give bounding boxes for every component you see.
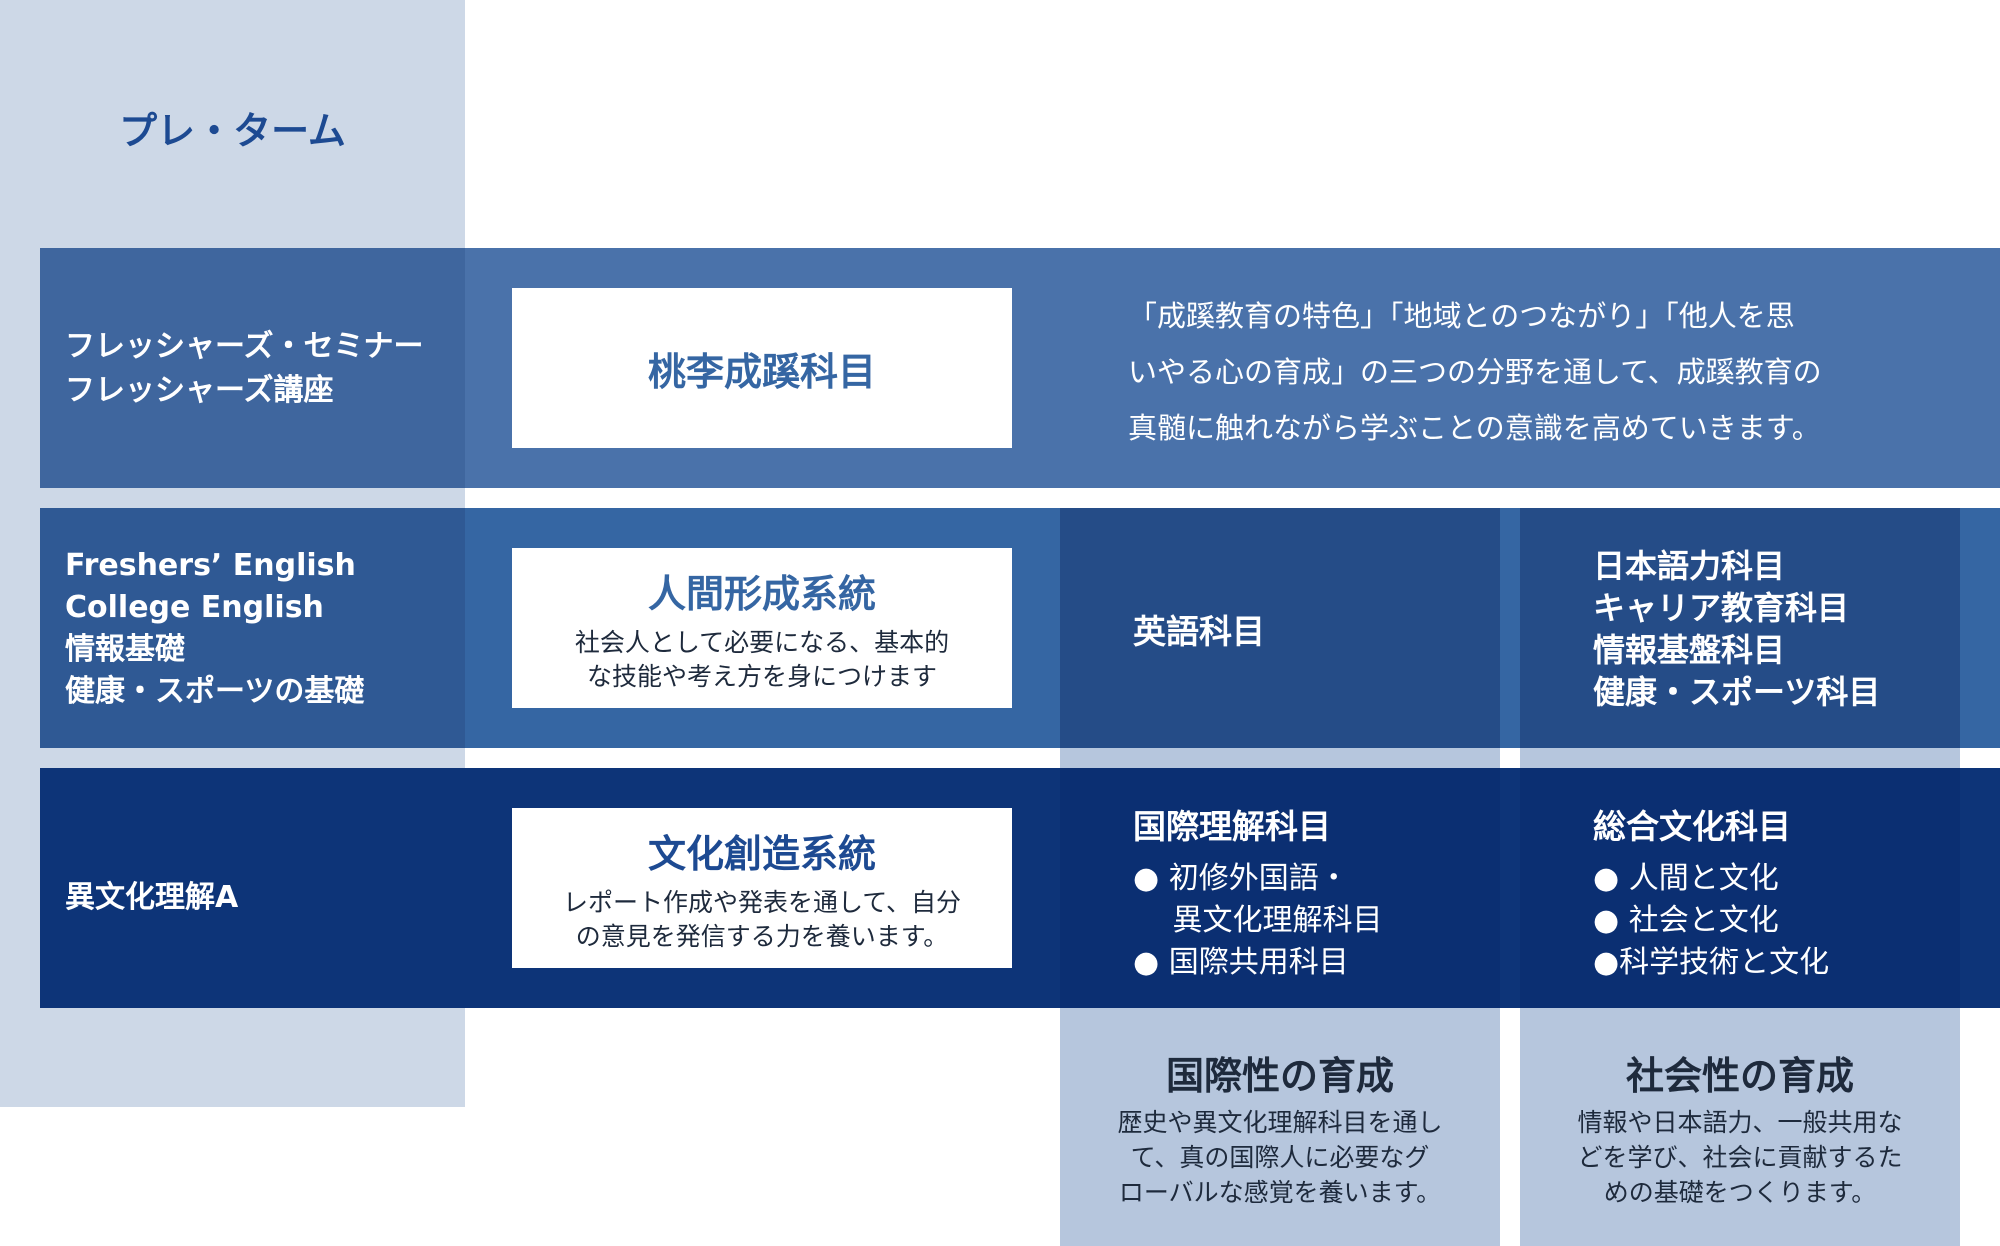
row-human-formation-left-label: Freshers’ English College English 情報基礎 健… <box>65 548 365 709</box>
general-culture-title: 総合文化科目 <box>1593 807 1791 846</box>
culture-creation-box-desc: レポート作成や発表を通して、自分 の意見を発信する力を養います。 <box>562 887 961 951</box>
list-item: ●科学技術と文化 <box>1593 945 1830 980</box>
english-subjects-label: 英語科目 <box>1133 612 1265 651</box>
row-seikei-left-label: フレッシャーズ・セミナー フレッシャーズ講座 <box>65 329 424 408</box>
general-culture-list: ● 人間と文化 ● 社会と文化 ●科学技術と文化 <box>1593 858 1829 984</box>
skills-subjects-label: 日本語力科目 キャリア教育科目 情報基盤科目 健康・スポーツ科目 <box>1593 547 1881 711</box>
human-formation-box: 人間形成系統 社会人として必要になる、基本的 な技能や考え方を身につけます <box>512 548 1012 708</box>
social-development-desc: 情報や日本語力、一般共用な どを学び、社会に貢献するた めの基礎をつくります。 <box>1577 1108 1903 1207</box>
international-development-title: 国際性の育成 <box>1165 1054 1394 1098</box>
skills-column-cell <box>1520 508 1960 748</box>
row-human-formation-left <box>40 508 465 748</box>
social-development-title: 社会性の育成 <box>1625 1054 1854 1098</box>
international-understanding-title: 国際理解科目 <box>1133 807 1331 846</box>
international-development-desc: 歴史や異文化理解科目を通し て、真の国際人に必要なグ ローバルな感覚を養います。 <box>1117 1108 1443 1207</box>
row-seikei-left <box>40 248 465 488</box>
seikei-box-title: 桃李成蹊科目 <box>647 349 876 394</box>
international-understanding-cell <box>1060 768 1500 1008</box>
list-item: ● 人間と文化 <box>1593 861 1779 896</box>
seikei-box: 桃李成蹊科目 <box>512 288 1012 448</box>
human-formation-box-title: 人間形成系統 <box>647 571 876 616</box>
culture-creation-box: 文化創造系統 レポート作成や発表を通して、自分 の意見を発信する力を養います。 <box>512 808 1012 968</box>
culture-creation-box-title: 文化創造系統 <box>647 831 876 876</box>
seikei-description: 「成蹊教育の特色」「地域とのつながり」「他人を思 いやる心の育成」の三つの分野を… <box>1128 299 1822 445</box>
pre-term-title: プレ・ターム <box>119 109 346 153</box>
human-formation-box-desc: 社会人として必要になる、基本的 な技能や考え方を身につけます <box>574 627 950 691</box>
list-item: ● 国際共用科目 <box>1133 945 1349 980</box>
english-column-cell <box>1060 508 1500 748</box>
international-understanding-list: ● 初修外国語・ 異文化理解科目 ● 国際共用科目 <box>1133 858 1383 984</box>
general-culture-cell <box>1520 768 1960 1008</box>
list-item: ● 社会と文化 <box>1593 903 1779 938</box>
list-item: ● 初修外国語・ 異文化理解科目 <box>1133 861 1383 938</box>
row-culture-creation-left-label: 異文化理解A <box>65 880 239 915</box>
